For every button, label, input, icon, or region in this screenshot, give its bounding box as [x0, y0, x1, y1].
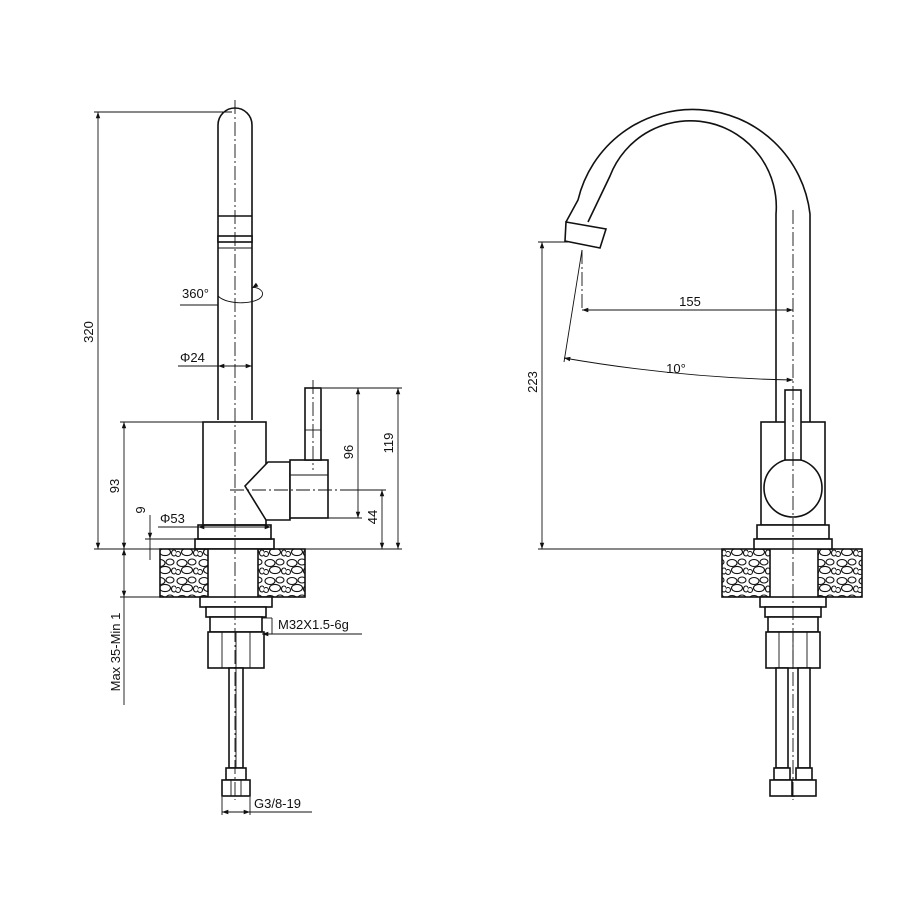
- dim-rotation: 360°: [182, 286, 209, 301]
- dim-lever-height: 96: [341, 445, 356, 459]
- dim-base-offset: 9: [133, 506, 148, 513]
- front-view: 320 360° Φ24 93 9 Φ53 96 119 44 Max 35-M…: [81, 100, 402, 815]
- countertop-section: [159, 548, 306, 598]
- dim-lever-total: 119: [381, 433, 396, 454]
- dim-lever-offset: 44: [365, 510, 380, 524]
- dim-reach: 155: [679, 294, 701, 309]
- side-view: 223 155 10°: [525, 108, 863, 800]
- dim-spout-diameter: Φ24: [180, 350, 205, 365]
- faucet-body: [194, 387, 329, 550]
- dim-base-diameter: Φ53: [160, 511, 185, 526]
- mounting-assembly: [199, 596, 273, 797]
- dim-outlet-height: 223: [525, 371, 540, 393]
- dim-height-total: 320: [81, 321, 96, 343]
- dim-base-height: 93: [107, 479, 122, 493]
- extension-lines: [94, 111, 402, 598]
- dim-mount-thread: M32X1.5-6g: [278, 617, 349, 632]
- countertop-section-right: [721, 548, 863, 598]
- dim-hose-thread: G3/8-19: [254, 796, 301, 811]
- dim-spout-angle: 10°: [666, 361, 686, 376]
- gooseneck-spout: [564, 108, 811, 422]
- dimension-lines-right: [538, 241, 794, 550]
- dimension-lines: [95, 112, 401, 815]
- dim-mount-thickness: Max 35-Min 1: [108, 613, 123, 692]
